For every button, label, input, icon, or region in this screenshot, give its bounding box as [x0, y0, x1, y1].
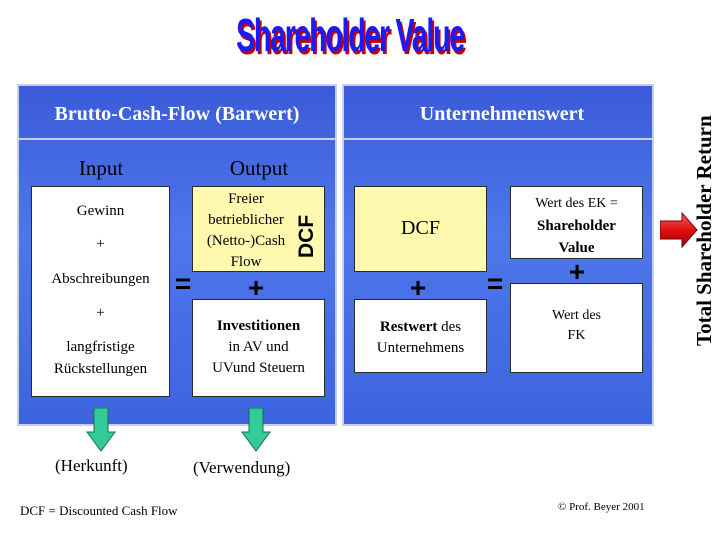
- output-plus-sign: +: [247, 272, 265, 303]
- input-box: Gewinn + Abschreibungen + langfristige R…: [31, 186, 170, 397]
- input-gewinn: Gewinn: [76, 203, 125, 219]
- terminal-value-bold: Restwert: [379, 319, 438, 335]
- right-header-divider: [342, 138, 654, 140]
- debt-value-box: Wert des FK: [510, 283, 643, 373]
- total-shareholder-return-label: Total Shareholder Return: [692, 115, 716, 346]
- terminal-value-line2: Unternehmens: [376, 340, 465, 356]
- equity-line2: Shareholder: [537, 218, 616, 234]
- input-langfristige: langfristige: [66, 339, 135, 355]
- input-rueckstellungen: Rückstellungen: [53, 361, 148, 377]
- diagram-title: Shareholder Value: [236, 9, 465, 61]
- left-header-divider: [17, 138, 337, 140]
- investments-line2: in AV und: [228, 339, 289, 355]
- investments-line1: Investitionen: [216, 318, 301, 334]
- left-equals-sign: =: [174, 268, 192, 299]
- free-cash-flow-line2: betrieblicher: [208, 212, 284, 228]
- debt-line1: Wert des: [551, 308, 602, 323]
- output-label: Output: [229, 156, 289, 180]
- enterprise-value-header: Unternehmenswert: [419, 103, 585, 125]
- free-cash-flow-line1: Freier: [228, 191, 264, 207]
- equity-line3: Value: [558, 240, 595, 256]
- down-arrow-icon-usage: [241, 408, 271, 452]
- right-plus-sign: +: [409, 272, 427, 303]
- right-equals-sign: =: [486, 268, 504, 299]
- down-arrow-icon-origin: [86, 408, 116, 452]
- equity-plus-sign: +: [568, 256, 586, 287]
- input-plus-1: +: [96, 236, 105, 252]
- free-cash-flow-line4: Flow: [230, 254, 262, 270]
- right-arrow-icon: [660, 211, 698, 249]
- input-label: Input: [78, 156, 124, 180]
- copyright-note: © Prof. Beyer 2001: [558, 501, 645, 513]
- equity-line1: Wert des EK =: [535, 196, 618, 211]
- terminal-value-des: des: [437, 319, 462, 335]
- investments-box: Investitionen in AV und UVund Steuern: [192, 299, 325, 397]
- input-plus-2: +: [96, 305, 105, 321]
- origin-label: (Herkunft): [55, 456, 128, 475]
- dcf-box: DCF: [354, 186, 487, 272]
- free-cash-flow-line3: (Netto-)Cash: [206, 233, 286, 249]
- debt-line2: FK: [567, 328, 586, 343]
- free-cash-flow-box: Freier betrieblicher (Netto-)Cash Flow D…: [192, 186, 325, 272]
- gross-cash-flow-header: Brutto-Cash-Flow (Barwert): [54, 103, 300, 125]
- usage-label: (Verwendung): [193, 458, 291, 477]
- dcf-footnote: DCF = Discounted Cash Flow: [20, 503, 178, 518]
- terminal-value-box: Restwert des Unternehmens: [354, 299, 487, 373]
- dcf-box-label: DCF: [401, 217, 440, 239]
- input-abschreibungen: Abschreibungen: [51, 271, 150, 287]
- investments-line3: UVund Steuern: [212, 360, 305, 376]
- equity-value-box: Wert des EK = Shareholder Value: [510, 186, 643, 259]
- dcf-vertical-label: DCF: [295, 214, 318, 258]
